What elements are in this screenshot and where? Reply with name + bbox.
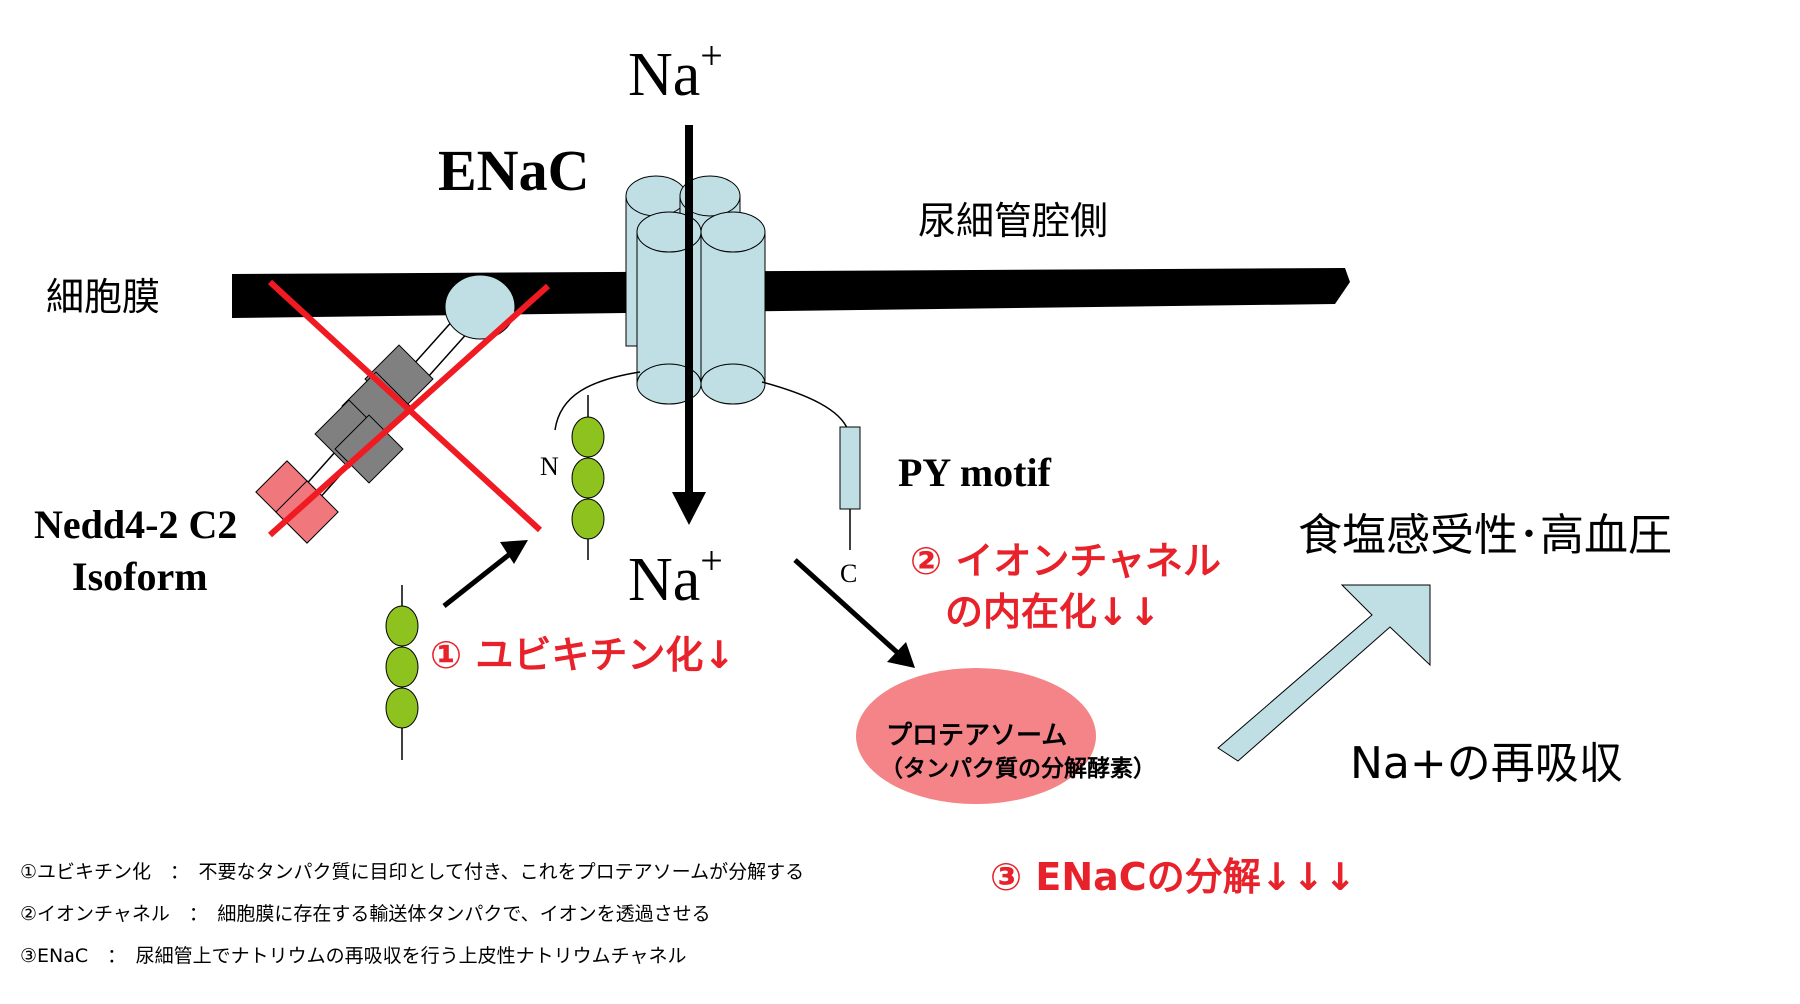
enac-label: ENaC xyxy=(438,138,589,203)
result-label: 食塩感受性･高血圧 xyxy=(1298,510,1672,561)
nedd-label-line1: Nedd4-2 C2 xyxy=(34,502,237,547)
na-bottom-label: Na+ xyxy=(628,538,723,614)
block-arrow-icon xyxy=(1217,584,1431,762)
lumen-label: 尿細管腔側 xyxy=(918,199,1108,243)
step3-label: ③ ENaCの分解↓↓↓ xyxy=(990,855,1356,899)
proteasome-label-line1: プロテアソーム xyxy=(886,721,1067,751)
cross-mark-icon xyxy=(267,279,551,538)
n-terminus-label: N xyxy=(540,452,559,481)
na-top-label: Na+ xyxy=(628,33,723,109)
py-motif-box xyxy=(839,426,861,510)
proteasome xyxy=(856,668,1096,804)
note-2: ②イオンチャネル ： 細胞膜に存在する輸送体タンパクで、イオンを透過させる xyxy=(20,903,711,925)
nedd-c2-domain-2 xyxy=(275,480,339,544)
enac-n-tail xyxy=(554,371,641,431)
py-motif-label: PY motif xyxy=(898,450,1052,495)
step2-label-line2: の内在化↓↓ xyxy=(945,590,1161,634)
nedd-label-line2: Isoform xyxy=(72,554,208,599)
diagonal-arrow-icon-2 xyxy=(793,558,902,657)
diagonal-arrow-icon xyxy=(442,548,517,608)
nedd-c2-anchor xyxy=(444,274,516,340)
step2-label-line1: ② イオンチャネル xyxy=(910,539,1221,583)
note-1: ①ユビキチン化 ： 不要なタンパク質に目印として付き、これをプロテアソームが分解… xyxy=(20,861,804,883)
c-terminus-label: C xyxy=(840,559,857,588)
cell-membrane xyxy=(232,268,1350,318)
note-3: ③ENaC ： 尿細管上でナトリウムの再吸収を行う上皮性ナトリウムチャネル xyxy=(20,945,686,967)
enac-channel xyxy=(625,175,766,405)
ubiquitin-chain-free xyxy=(385,585,419,760)
step1-label: ① ユビキチン化↓ xyxy=(430,633,735,677)
ubiquitin-chain-attached xyxy=(571,395,605,560)
proteasome-label-line2: （タンパク質の分解酵素） xyxy=(880,755,1156,782)
reabsorption-label: Na+の再吸収 xyxy=(1350,738,1623,789)
enac-c-tail xyxy=(761,381,849,431)
membrane-label: 細胞膜 xyxy=(46,275,160,319)
